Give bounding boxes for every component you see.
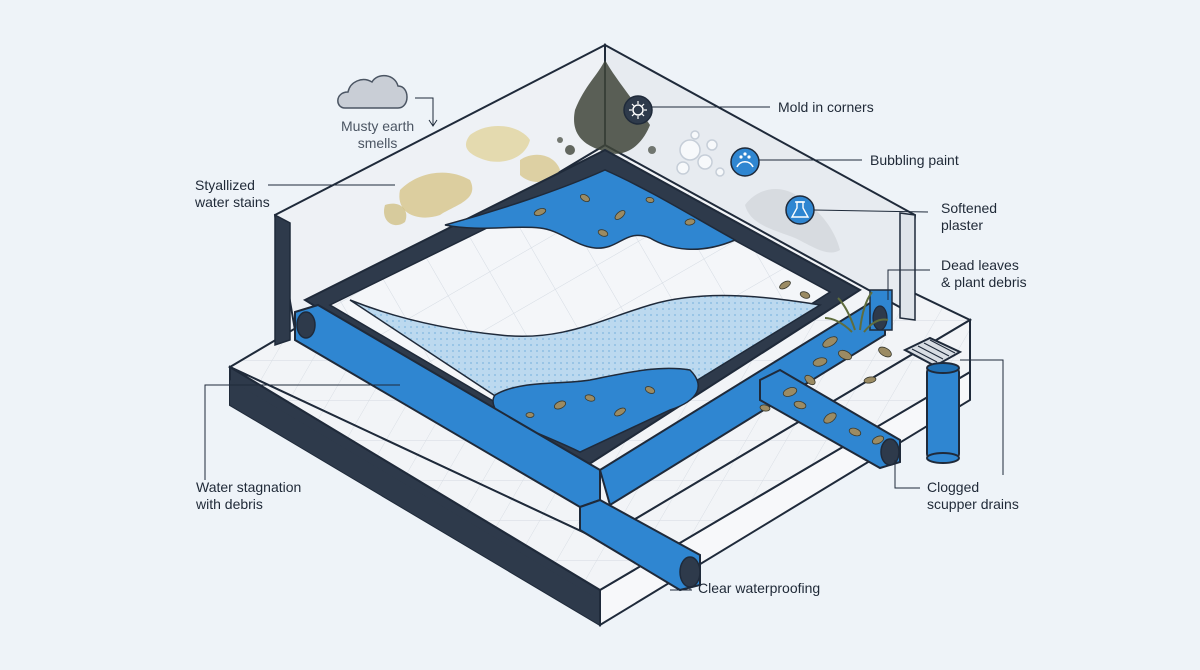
front-channel <box>579 498 701 592</box>
label-mold-corners-line1: Mold in corners <box>778 99 874 115</box>
corner-mold <box>557 60 656 155</box>
label-musty-smells-line1: Musty earth <box>341 118 415 134</box>
label-water-stagnation-line1: Water stagnation <box>196 479 302 495</box>
label-water-stagnation-line2: with debris <box>196 496 263 512</box>
slab-front-face-light <box>230 380 600 625</box>
pooled-water-top <box>444 169 737 250</box>
leader-smell <box>415 97 434 125</box>
leader-lines <box>204 97 1004 591</box>
side-channel-outlet <box>880 438 900 466</box>
label-dead-leaves-line1: Dead leaves <box>941 257 1019 273</box>
membrane-debris <box>525 193 811 418</box>
paint-bubbles <box>676 130 725 177</box>
bubble-icon <box>730 147 760 177</box>
right-wall-edge <box>899 212 916 321</box>
drain-grate <box>902 336 963 368</box>
label-clear-waterproofing: Clear waterproofing <box>698 580 820 597</box>
water-stains <box>384 125 560 226</box>
label-musty-smells-line2: smells <box>357 135 398 151</box>
label-water-stains-line2: water stains <box>195 194 270 210</box>
label-softened-plaster-line2: plaster <box>941 217 984 233</box>
cloud-icon <box>337 74 408 109</box>
wet-membrane-area <box>349 294 823 453</box>
front-channel-outlet <box>679 556 701 588</box>
mold-spore-icon <box>623 95 653 125</box>
label-bubbling-paint: Bubbling paint <box>870 152 959 169</box>
leader-clogged <box>960 359 1004 475</box>
label-water-stains-line1: Styallized <box>195 177 255 193</box>
label-bubbling-paint-line1: Bubbling paint <box>870 152 959 168</box>
leader-stagnation <box>204 384 400 480</box>
leader-leaves <box>887 269 930 300</box>
clogged-debris <box>759 336 892 445</box>
label-water-stains: Styallized water stains <box>195 177 270 211</box>
left-channel-outlet <box>296 311 316 339</box>
label-softened-plaster-line1: Softened <box>941 200 998 216</box>
left-wall-edge <box>274 213 291 347</box>
slab-front-strip <box>229 318 971 592</box>
label-water-stagnation: Water stagnation with debris <box>196 479 301 513</box>
label-mold-corners: Mold in corners <box>778 99 874 116</box>
floor-drain <box>902 336 963 464</box>
roof-membrane <box>302 148 862 472</box>
label-clogged-scupper-line2: scupper drains <box>927 496 1019 512</box>
plant-debris <box>824 291 889 333</box>
label-clogged-scupper-line1: Clogged <box>927 479 980 495</box>
label-softened-plaster: Softened plaster <box>941 200 997 234</box>
leader-plaster <box>813 209 929 213</box>
label-clogged-scupper: Clogged scupper drains <box>927 479 1019 513</box>
label-dead-leaves-line2: & plant debris <box>941 274 1027 290</box>
label-musty-smells: Musty earth smells <box>341 118 414 152</box>
label-clear-waterproofing-line1: Clear waterproofing <box>698 580 821 596</box>
downpipe <box>926 367 960 459</box>
label-dead-leaves: Dead leaves & plant debris <box>941 257 1027 291</box>
flask-icon <box>785 195 815 225</box>
